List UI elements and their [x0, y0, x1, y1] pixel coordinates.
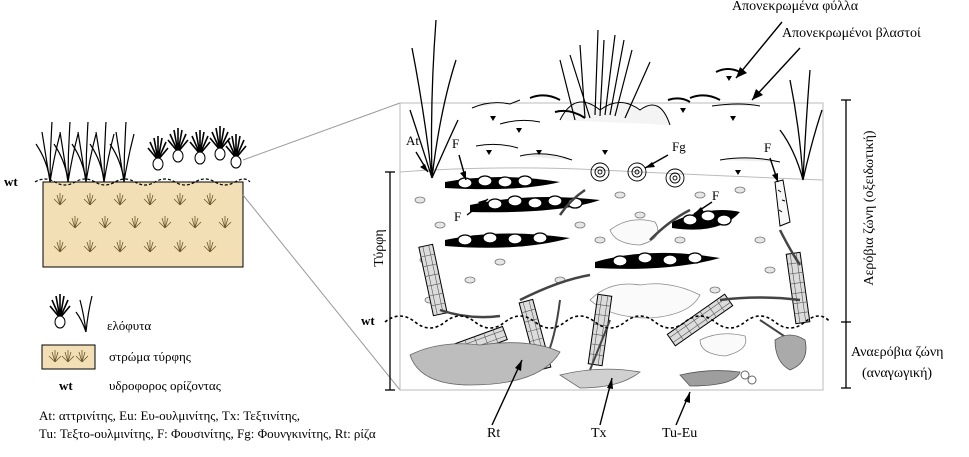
zone-scale-bar-right — [841, 99, 851, 389]
label-f-1: F — [452, 136, 460, 151]
label-tx: Tx — [591, 426, 607, 441]
anaerobic-deposits — [409, 334, 807, 389]
standing-grass-left — [409, 19, 459, 179]
legend-water-table: υδροφορος ορίζοντας — [109, 378, 221, 393]
peat-block-small — [34, 121, 251, 268]
legend-peat-swatch — [41, 344, 96, 370]
legend-abbr-line2: Tu: Τεξτο-ουλμινίτης, F: Φουσινίτης, Fg:… — [39, 426, 376, 441]
annotation-arrows — [415, 21, 801, 426]
legend-helophytes: ελόφυτα — [107, 318, 152, 333]
water-table-line-main — [384, 315, 831, 329]
fusinite-bands — [445, 175, 740, 269]
litter-markers — [486, 76, 741, 175]
label-wt-main: wt — [361, 313, 375, 328]
dead-leaves-litter — [471, 68, 781, 163]
textinite-cells — [589, 219, 747, 357]
label-anaerobic-zone: Αναερόβια ζώνη — [851, 345, 944, 360]
legend-helophyte-symbol — [49, 293, 93, 333]
legend-abbr-line1: At: αττρινίτης, Eu: Ευ-ουλμινίτης, Tx: Τ… — [39, 408, 301, 423]
label-at: At — [406, 133, 419, 148]
central-tussock — [559, 29, 671, 126]
zoom-connectors — [242, 102, 401, 391]
fungal-body — [774, 179, 791, 227]
depth-scale-bar-left — [385, 171, 395, 391]
label-rt: Rt — [487, 426, 501, 441]
legend-peat-layer: στρώμα τύρφης — [109, 349, 191, 364]
label-f-3: F — [712, 188, 720, 203]
water-table-line-small — [34, 178, 251, 186]
label-dead-shoots: Απονεκρωμένοι βλαστοί — [782, 26, 921, 41]
label-peat-vertical: Τύρφη — [372, 229, 387, 267]
label-tu-eu: Tu-Eu — [662, 426, 698, 441]
label-dead-leaves: Απονεκρωμένα φύλλα — [732, 0, 859, 14]
fungal-spirals — [590, 162, 685, 188]
label-f-4: F — [764, 140, 772, 155]
legend-wt-symbol: wt — [59, 378, 73, 393]
label-wt-small: wt — [4, 174, 18, 189]
label-fg: Fg — [672, 139, 686, 154]
grass-plants-small — [35, 121, 135, 183]
standing-grass-right — [779, 69, 823, 181]
label-aerobic-zone: Αερόβια ζώνη (οξειδωτική) — [862, 130, 877, 286]
sedge-plants-small — [147, 125, 247, 171]
peat-profile-main — [384, 19, 831, 391]
label-f-2: F — [454, 209, 462, 224]
label-anaerobic-sub: (αναγωγική) — [862, 366, 933, 381]
